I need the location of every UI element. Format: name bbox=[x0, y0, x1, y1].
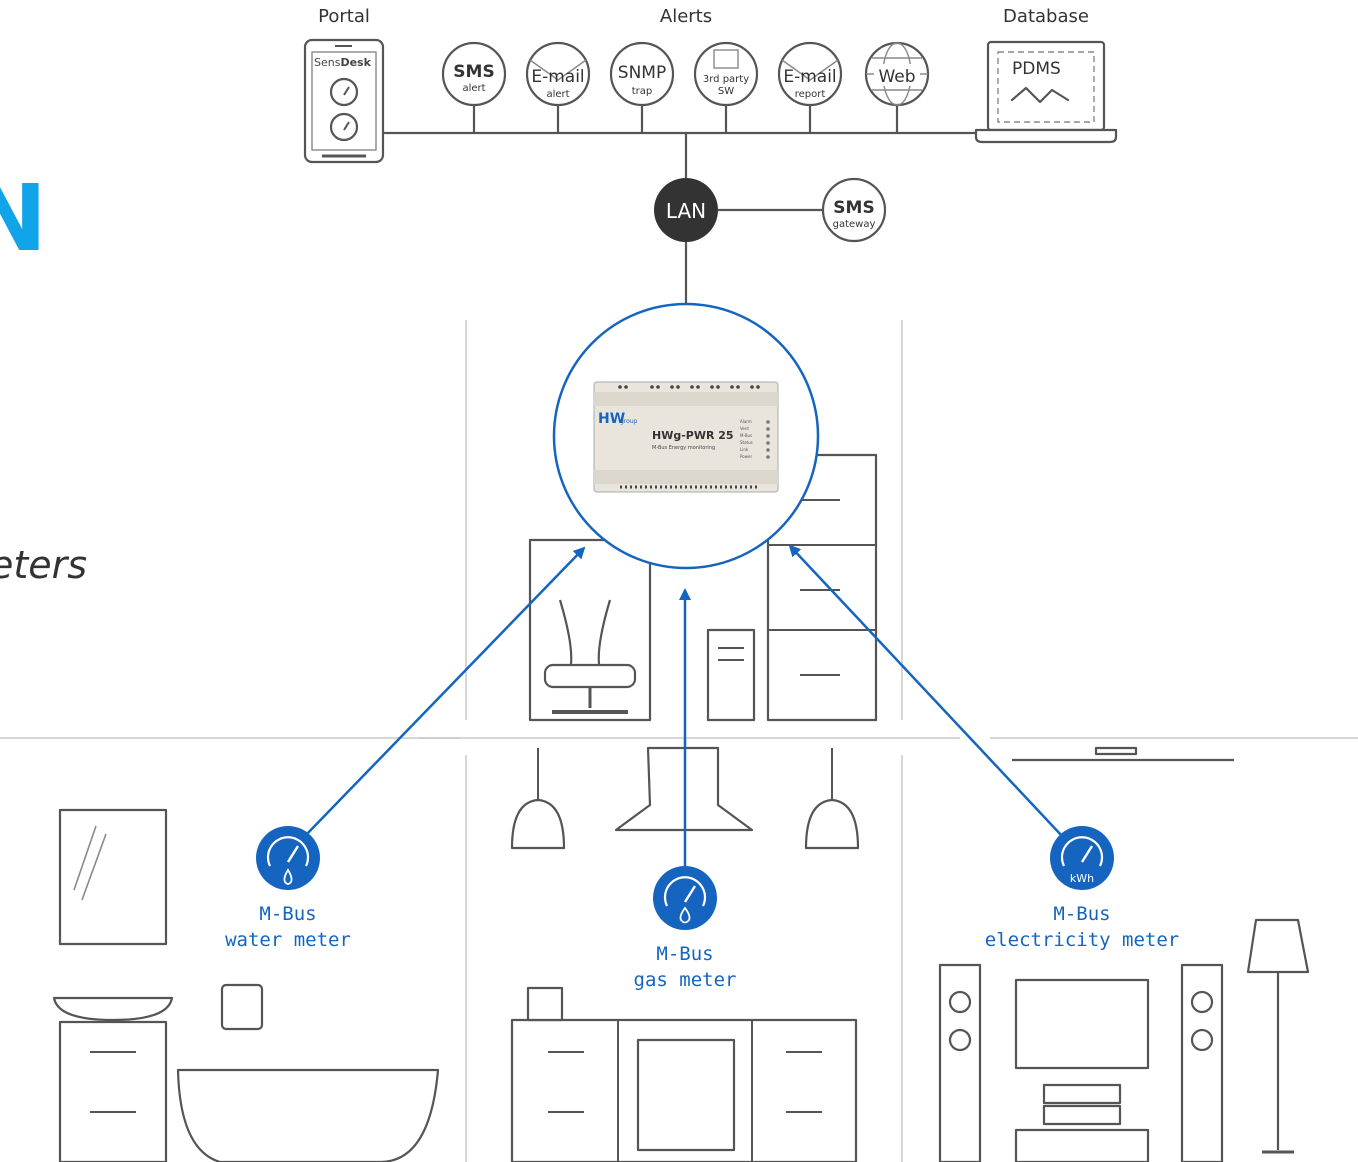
kwh-icon: kWh bbox=[1070, 872, 1094, 885]
gauge-icon bbox=[329, 77, 359, 107]
water-meter-label-line2: water meter bbox=[225, 929, 351, 951]
office-furniture-illustration bbox=[528, 453, 878, 722]
svg-text:SMS: SMS bbox=[833, 198, 874, 218]
subtitle-fragment: eters bbox=[0, 543, 87, 587]
water-meter: M-Bus water meter bbox=[225, 826, 351, 951]
svg-text:gateway: gateway bbox=[833, 219, 876, 230]
svg-text:SNMP: SNMP bbox=[618, 63, 666, 83]
gauge-icon bbox=[329, 112, 359, 142]
portal-header: Portal bbox=[318, 6, 370, 27]
svg-text:Alarm: Alarm bbox=[740, 419, 752, 424]
svg-text:SMS: SMS bbox=[453, 62, 494, 82]
lan-hub: LAN bbox=[654, 178, 718, 242]
svg-text:3rd party: 3rd party bbox=[703, 74, 749, 85]
svg-text:Status: Status bbox=[740, 440, 753, 445]
living-room-illustration bbox=[938, 746, 1310, 1162]
alert-badge-email-report: E-mail report bbox=[777, 41, 843, 107]
bathroom-illustration bbox=[52, 808, 440, 1162]
electricity-meter: kWh M-Bus electricity meter bbox=[985, 826, 1179, 951]
controller-model: HWg-PWR 25 bbox=[652, 429, 734, 442]
water-drop-icon bbox=[283, 868, 293, 885]
svg-text:E-mail: E-mail bbox=[783, 67, 836, 87]
database-header: Database bbox=[1003, 6, 1089, 27]
alert-badge-snmp: SNMP trap bbox=[609, 41, 675, 107]
alerts-header: Alerts bbox=[660, 6, 712, 27]
alert-badge-web: Web bbox=[864, 41, 930, 107]
sms-gateway-badge: SMS gateway bbox=[821, 177, 887, 243]
arrow-electricity-to-controller bbox=[788, 544, 1063, 837]
svg-text:SensDesk: SensDesk bbox=[314, 56, 372, 69]
gas-meter: M-Bus gas meter bbox=[634, 866, 737, 991]
pdms-database-laptop: PDMS bbox=[974, 40, 1118, 144]
portal-brand-bold: Desk bbox=[340, 56, 371, 69]
svg-text:trap: trap bbox=[632, 86, 653, 97]
controller-description: M-Bus Energy monitoring bbox=[652, 445, 715, 451]
svg-text:Web: Web bbox=[878, 67, 915, 87]
gears-screen-icon bbox=[713, 49, 739, 69]
svg-text:M-Bus: M-Bus bbox=[740, 433, 752, 438]
sensdesk-portal-tablet: SensDesk bbox=[303, 38, 385, 164]
pdms-label: PDMS bbox=[1012, 59, 1061, 79]
room-dividers bbox=[0, 320, 1358, 1162]
svg-text:Vent: Vent bbox=[740, 426, 749, 431]
hwg-pwr25-controller: HW group HWg-PWR 25 M-Bus Energy monitor… bbox=[552, 302, 820, 570]
svg-text:Power: Power bbox=[740, 454, 752, 459]
electricity-meter-label-line1: M-Bus bbox=[1053, 903, 1110, 925]
svg-text:LAN: LAN bbox=[666, 199, 706, 223]
portal-brand-light: Sens bbox=[314, 56, 341, 69]
alert-badge-sms: SMS alert bbox=[441, 41, 507, 107]
gas-meter-label-line2: gas meter bbox=[634, 969, 737, 991]
svg-text:alert: alert bbox=[462, 83, 485, 94]
gas-flame-icon bbox=[679, 906, 691, 924]
alert-badge-email: E-mail alert bbox=[525, 41, 591, 107]
controller-indicators: Alarm Vent M-Bus Status Link Power bbox=[740, 419, 753, 459]
kitchen-illustration bbox=[510, 746, 860, 1162]
svg-text:group: group bbox=[620, 418, 638, 425]
svg-text:E-mail: E-mail bbox=[531, 67, 584, 87]
arrow-water-to-controller bbox=[304, 546, 586, 837]
headline-fragment: N bbox=[0, 165, 47, 272]
alert-badge-third-party-sw: 3rd party SW bbox=[693, 41, 759, 107]
svg-text:SW: SW bbox=[718, 86, 734, 97]
electricity-meter-label-line2: electricity meter bbox=[985, 929, 1179, 951]
svg-text:Link: Link bbox=[740, 447, 749, 452]
gas-meter-label-line1: M-Bus bbox=[656, 943, 713, 965]
svg-text:alert: alert bbox=[546, 89, 569, 100]
hwgroup-logo: HW bbox=[598, 411, 625, 427]
water-meter-label-line1: M-Bus bbox=[259, 903, 316, 925]
svg-text:report: report bbox=[795, 89, 826, 100]
